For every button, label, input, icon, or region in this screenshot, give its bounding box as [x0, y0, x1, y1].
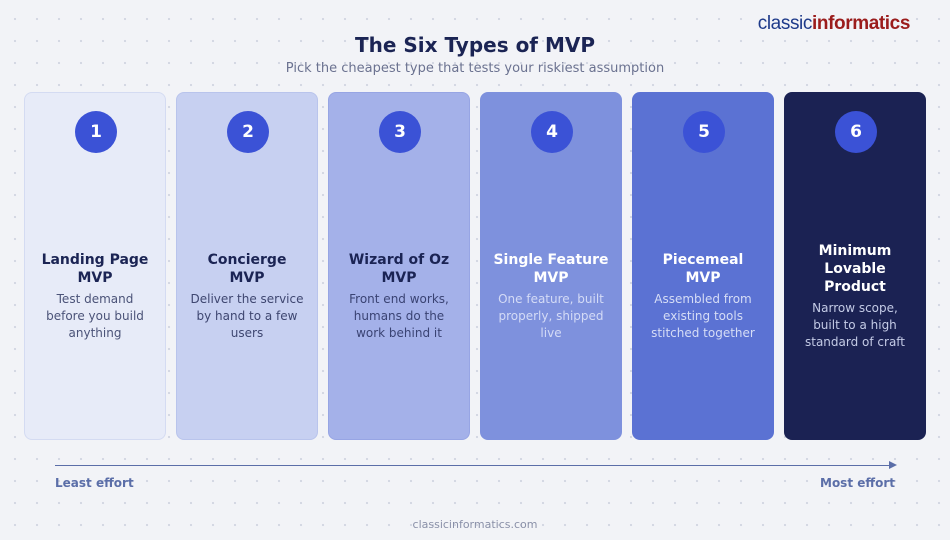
- card-title: Piecemeal MVP: [662, 251, 744, 286]
- brand-logo-part-classic: classic: [757, 13, 813, 34]
- step-number-badge: 5: [683, 111, 725, 153]
- page-title: The Six Types of MVP: [354, 33, 596, 57]
- card-title: Wizard of Oz MVP: [348, 251, 450, 286]
- arrow-right-icon: [889, 461, 897, 469]
- mvp-card-landing-page: 1 Landing Page MVP Test demand before yo…: [24, 92, 166, 440]
- page-subtitle: Pick the cheapest type that tests your r…: [285, 61, 665, 76]
- brand-logo-part-informatics: informatics: [811, 13, 910, 34]
- brand-logo: classicinformatics: [757, 13, 911, 35]
- card-description: One feature, built properly, shipped liv…: [498, 291, 604, 340]
- card-title: Concierge MVP: [207, 251, 287, 286]
- card-description: Front end works, humans do the work behi…: [349, 291, 449, 340]
- footer-url: classicinformatics.com: [412, 518, 538, 531]
- effort-axis-line: [55, 465, 891, 466]
- mvp-card-piecemeal: 5 Piecemeal MVP Assembled from existing …: [632, 92, 774, 440]
- step-number-badge: 4: [531, 111, 573, 153]
- axis-label-least-effort: Least effort: [55, 476, 134, 490]
- step-number-badge: 2: [227, 111, 269, 153]
- step-number-badge: 1: [75, 111, 117, 153]
- card-description: Assembled from existing tools stitched t…: [651, 291, 755, 340]
- card-title: Minimum Lovable Product: [818, 242, 892, 295]
- mvp-card-minimum-lovable-product: 6 Minimum Lovable Product Narrow scope, …: [784, 92, 926, 440]
- card-description: Test demand before you build anything: [46, 291, 144, 340]
- step-number-badge: 3: [379, 111, 421, 153]
- axis-label-most-effort: Most effort: [820, 476, 895, 490]
- mvp-card-concierge: 2 Concierge MVP Deliver the service by h…: [176, 92, 318, 440]
- mvp-card-wizard-of-oz: 3 Wizard of Oz MVP Front end works, huma…: [328, 92, 470, 440]
- card-title: Landing Page MVP: [41, 251, 149, 286]
- step-number-badge: 6: [835, 111, 877, 153]
- mvp-card-single-feature: 4 Single Feature MVP One feature, built …: [480, 92, 622, 440]
- card-description: Narrow scope, built to a high standard o…: [804, 300, 906, 349]
- card-description: Deliver the service by hand to a few use…: [190, 291, 304, 340]
- card-title: Single Feature MVP: [493, 251, 609, 286]
